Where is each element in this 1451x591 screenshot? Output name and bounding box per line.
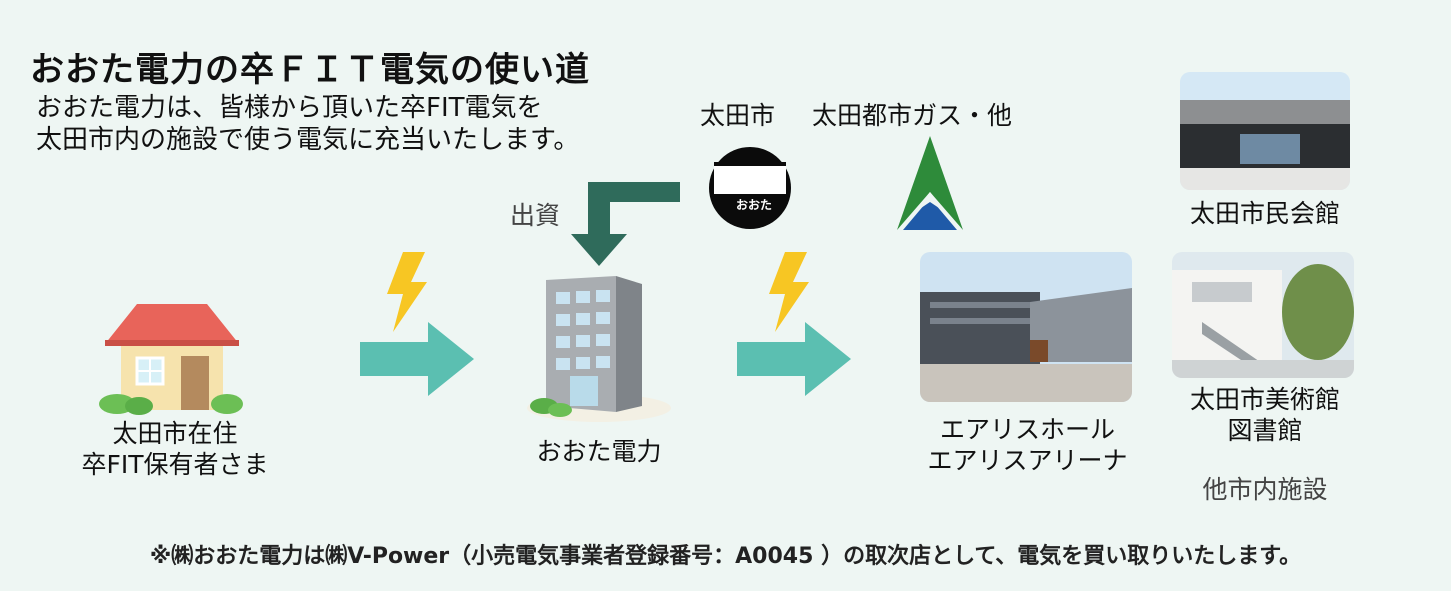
aris-line-1: エアリスホール xyxy=(939,415,1115,444)
investor-ota-gas: 太田都市ガス・他 xyxy=(812,101,1013,130)
aris-hall-photo xyxy=(920,252,1132,402)
museum-line-1: 太田市美術館 xyxy=(1189,385,1340,414)
museum-label: 太田市美術館 図書館 xyxy=(1165,384,1365,446)
civic-hall-label: 太田市民会館 xyxy=(1189,199,1340,228)
arrow-right-icon xyxy=(737,322,851,396)
description-line-1: おおた電力は、皆様から頂いた卒FIT電気を xyxy=(36,93,543,123)
residents-line-2: 卒FIT保有者さま xyxy=(81,450,269,479)
ota-logo-icon: おおた xyxy=(708,146,792,230)
aris-line-2: エアリスアリーナ xyxy=(927,446,1128,475)
footnote: ※㈱おおた電力は㈱V-Power（小売電気事業者登録番号：A0045 ）の取次店… xyxy=(149,544,1302,569)
museum-photo xyxy=(1172,252,1354,378)
arrow-right-icon xyxy=(360,322,474,396)
investor-ota-city: 太田市 xyxy=(700,101,776,130)
museum-line-2: 図書館 xyxy=(1227,416,1303,445)
ota-power-label: おおた電力 xyxy=(536,437,662,466)
ota-logo-text: おおた xyxy=(736,198,773,212)
house-icon xyxy=(99,304,243,415)
other-facilities-label: 他市内施設 xyxy=(1202,475,1328,504)
aris-label: エアリスホール エアリスアリーナ xyxy=(905,414,1150,476)
lightning-icon xyxy=(769,252,809,332)
residents-label: 太田市在住 卒FIT保有者さま xyxy=(60,418,290,480)
arrow-down-icon xyxy=(571,182,680,266)
building-icon xyxy=(527,276,671,422)
description-line-2: 太田市内の施設で使う電気に充当いたします。 xyxy=(36,125,580,155)
lightning-icon xyxy=(387,252,427,332)
investment-label: 出資 xyxy=(510,201,561,230)
residents-line-1: 太田市在住 xyxy=(112,419,238,448)
page-title: おおた電力の卒ＦＩＴ電気の使い道 xyxy=(30,50,590,90)
gas-logo-icon xyxy=(897,136,963,230)
description: おおた電力は、皆様から頂いた卒FIT電気を 太田市内の施設で使う電気に充当いたし… xyxy=(36,92,579,156)
civic-hall-photo xyxy=(1180,72,1350,190)
